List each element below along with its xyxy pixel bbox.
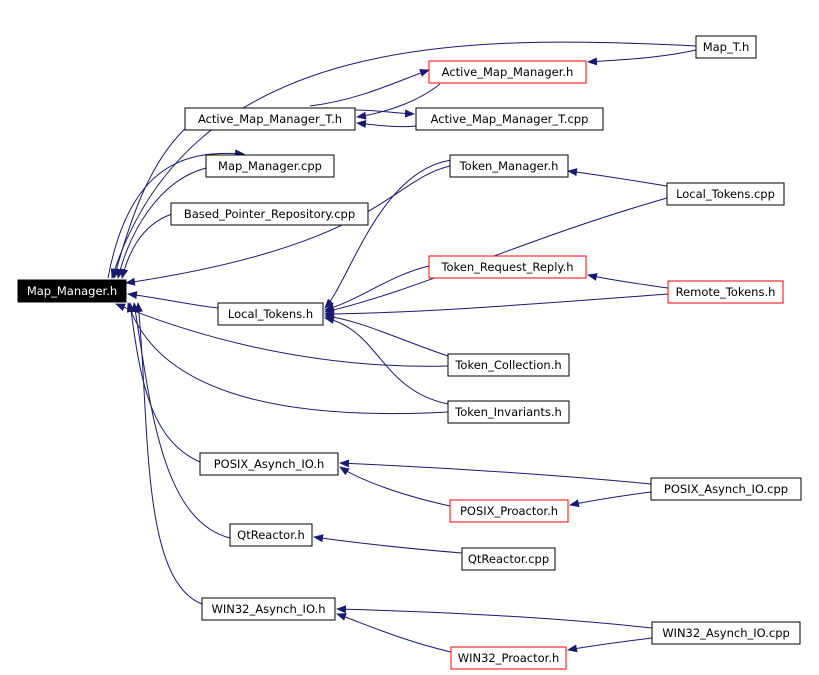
edge-win32-asynch-io-cpp-to-win32-proactor-h bbox=[567, 637, 653, 653]
node-token-collection-h[interactable]: Token_Collection.h bbox=[447, 353, 570, 377]
edge-posix-asynch-io-cpp-to-posix-proactor-h bbox=[569, 491, 652, 508]
node-posix-proactor-h[interactable]: POSIX_Proactor.h bbox=[449, 499, 569, 523]
node-box bbox=[428, 60, 587, 84]
node-token-request-reply-h[interactable]: Token_Request_Reply.h bbox=[428, 255, 587, 279]
node-box bbox=[461, 547, 556, 571]
node-map-manager-h[interactable]: Map_Manager.h bbox=[17, 279, 127, 303]
node-box bbox=[667, 280, 784, 304]
edge-posix-proactor-h-to-posix-asynch-io-h bbox=[339, 466, 451, 507]
edge-remote-tokens-h-to-local-tokens-h bbox=[324, 293, 669, 318]
node-box bbox=[415, 107, 604, 131]
edge-active-map-manager-t-h-to-active-map-manager-h bbox=[309, 69, 430, 107]
node-label: POSIX_Proactor.h bbox=[460, 504, 558, 518]
node-win32-asynch-io-h[interactable]: WIN32_Asynch_IO.h bbox=[201, 597, 336, 621]
node-local-tokens-h[interactable]: Local_Tokens.h bbox=[217, 302, 324, 326]
edge-win32-asynch-io-cpp-to-win32-asynch-io-h bbox=[336, 605, 653, 629]
edge-posix-asynch-io-cpp-to-posix-asynch-io-h bbox=[339, 459, 652, 485]
node-box bbox=[201, 597, 336, 621]
node-posix-asynch-io-cpp[interactable]: POSIX_Asynch_IO.cpp bbox=[650, 477, 802, 501]
node-box bbox=[170, 202, 369, 226]
node-box bbox=[449, 154, 569, 178]
edge-token-invariants-h-to-map-manager-h bbox=[127, 302, 449, 415]
nodes-layer: Map_Manager.h Map_T.hActive_Map_Manager.h… bbox=[17, 35, 802, 670]
node-local-tokens-cpp[interactable]: Local_Tokens.cpp bbox=[666, 182, 785, 206]
edges-layer bbox=[107, 41, 697, 653]
node-qtreactor-cpp[interactable]: QtReactor.cpp bbox=[461, 547, 556, 571]
node-label: Map_T.h bbox=[703, 40, 750, 54]
node-based-pointer-repository-cpp[interactable]: Based_Pointer_Repository.cpp bbox=[170, 202, 369, 226]
node-label: WIN32_Asynch_IO.cpp bbox=[662, 626, 790, 640]
node-active-map-manager-h[interactable]: Active_Map_Manager.h bbox=[428, 60, 587, 84]
node-box bbox=[449, 499, 569, 523]
edge-local-tokens-cpp-to-token-manager-h bbox=[567, 168, 668, 187]
node-active-map-manager-t-h[interactable]: Active_Map_Manager_T.h bbox=[184, 107, 356, 131]
node-label: Token_Manager.h bbox=[459, 159, 559, 173]
edge-active-map-manager-t-h-to-active-map-manager-t-cpp bbox=[354, 109, 415, 118]
node-label: Map_Manager.cpp bbox=[218, 159, 322, 173]
node-box bbox=[450, 646, 567, 670]
node-label: Token_Request_Reply.h bbox=[440, 260, 573, 274]
node-label: Token_Invariants.h bbox=[454, 405, 562, 419]
edge-qtreactor-cpp-to-qtreactor-h bbox=[313, 534, 463, 554]
node-remote-tokens-h[interactable]: Remote_Tokens.h bbox=[667, 280, 784, 304]
node-box bbox=[666, 182, 785, 206]
edge-win32-asynch-io-h-to-map-manager-h bbox=[134, 302, 203, 605]
node-qtreactor-h[interactable]: QtReactor.h bbox=[229, 523, 313, 547]
node-box bbox=[184, 107, 356, 131]
node-label: Local_Tokens.h bbox=[228, 307, 313, 321]
node-label: Active_Map_Manager_T.h bbox=[198, 112, 342, 126]
edge-token-request-reply-h-to-local-tokens-h bbox=[324, 265, 430, 312]
edge-based-pointer-repository-cpp-to-map-manager-h bbox=[120, 213, 173, 279]
node-label: WIN32_Asynch_IO.h bbox=[212, 602, 326, 616]
edge-active-map-manager-h-to-active-map-manager-t-h bbox=[356, 83, 441, 120]
node-box bbox=[650, 477, 802, 501]
node-label: Based_Pointer_Repository.cpp bbox=[184, 207, 355, 221]
node-box bbox=[428, 255, 587, 279]
node-active-map-manager-t-cpp[interactable]: Active_Map_Manager_T.cpp bbox=[415, 107, 604, 131]
node-box bbox=[217, 302, 324, 326]
edge-local-tokens-h-to-map-manager-h bbox=[127, 291, 219, 309]
node-box bbox=[447, 353, 570, 377]
node-posix-asynch-io-h[interactable]: POSIX_Asynch_IO.h bbox=[199, 452, 339, 476]
edge-remote-tokens-h-to-token-request-reply-h bbox=[587, 273, 669, 289]
edge-win32-proactor-h-to-win32-asynch-io-h bbox=[336, 613, 452, 653]
edge-map-manager-cpp-to-map-manager-h bbox=[116, 167, 207, 279]
node-label: Map_Manager.h bbox=[27, 284, 117, 298]
node-box bbox=[447, 400, 570, 424]
node-label: WIN32_Proactor.h bbox=[458, 651, 560, 665]
node-label: Token_Collection.h bbox=[454, 358, 561, 372]
edge-active-map-manager-t-h-to-map-manager-h bbox=[112, 125, 189, 279]
node-label: Remote_Tokens.h bbox=[676, 285, 776, 299]
node-label: Local_Tokens.cpp bbox=[676, 187, 775, 201]
node-map-t-h[interactable]: Map_T.h bbox=[695, 35, 757, 59]
edge-map-manager-h-to-map-manager-cpp bbox=[107, 149, 245, 279]
edge-local-tokens-cpp-to-local-tokens-h bbox=[324, 197, 668, 314]
node-box bbox=[205, 154, 335, 178]
node-label: QtReactor.h bbox=[237, 528, 305, 542]
edge-token-collection-h-to-local-tokens-h bbox=[324, 313, 449, 357]
node-label: POSIX_Asynch_IO.h bbox=[214, 457, 325, 471]
edge-qtreactor-h-to-map-manager-h bbox=[131, 302, 231, 539]
edge-token-collection-h-to-map-manager-h bbox=[115, 303, 449, 367]
node-label: QtReactor.cpp bbox=[468, 552, 549, 566]
node-token-invariants-h[interactable]: Token_Invariants.h bbox=[447, 400, 570, 424]
edge-token-manager-h-to-local-tokens-h bbox=[324, 159, 453, 309]
node-label: Active_Map_Manager.h bbox=[442, 65, 574, 79]
node-map-manager-cpp[interactable]: Map_Manager.cpp bbox=[205, 154, 335, 178]
node-label: Active_Map_Manager_T.cpp bbox=[431, 112, 589, 126]
node-box bbox=[695, 35, 757, 59]
edge-map-t-h-to-active-map-manager-h bbox=[587, 49, 697, 66]
node-box bbox=[17, 279, 127, 303]
edge-token-invariants-h-to-local-tokens-h bbox=[324, 316, 449, 405]
node-win32-proactor-h[interactable]: WIN32_Proactor.h bbox=[450, 646, 567, 670]
node-box bbox=[199, 452, 339, 476]
node-box bbox=[651, 621, 801, 645]
node-box bbox=[229, 523, 313, 547]
node-win32-asynch-io-cpp[interactable]: WIN32_Asynch_IO.cpp bbox=[651, 621, 801, 645]
node-label: POSIX_Asynch_IO.cpp bbox=[664, 482, 788, 496]
node-token-manager-h[interactable]: Token_Manager.h bbox=[449, 154, 569, 178]
edge-active-map-manager-t-cpp-to-active-map-manager-t-h bbox=[356, 120, 417, 128]
edge-map-t-h-to-map-manager-h bbox=[110, 41, 697, 279]
